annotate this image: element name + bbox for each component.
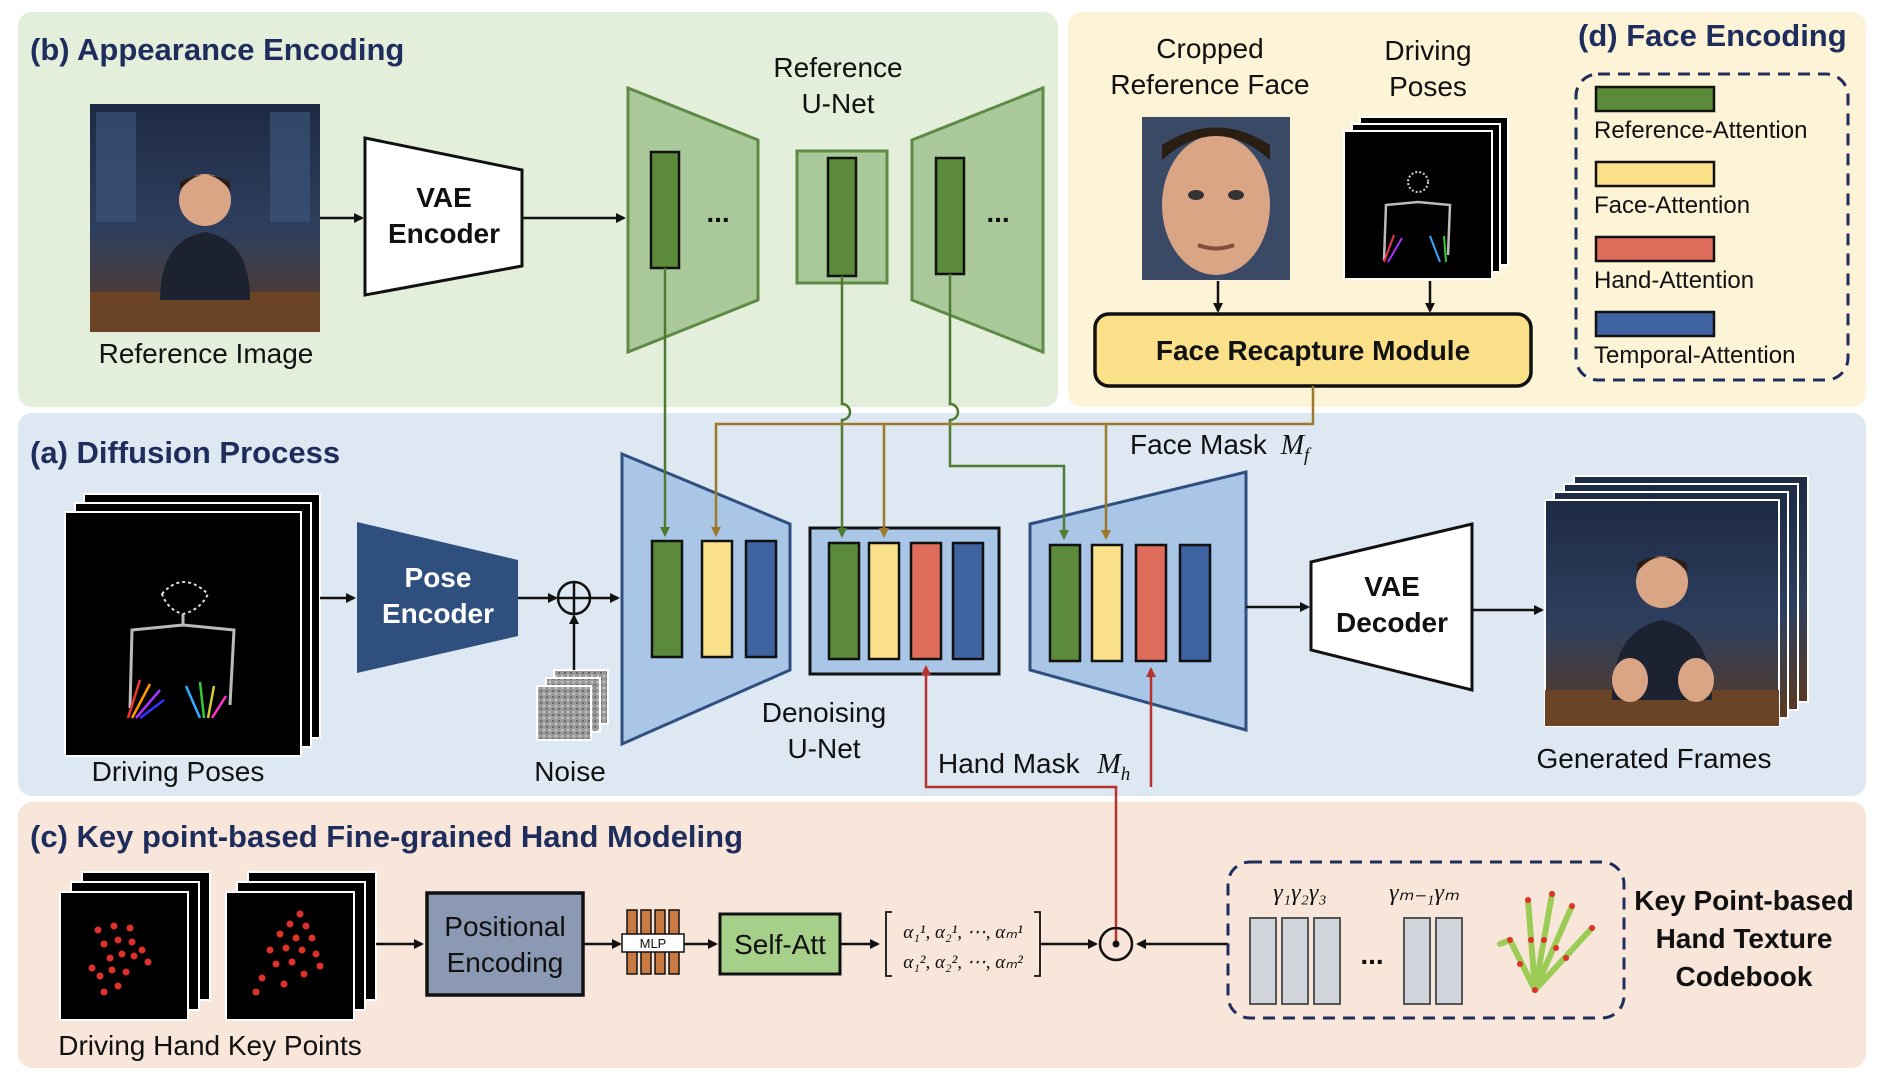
temporal-attention-block <box>744 539 778 659</box>
codebook-ellipsis: ... <box>1360 939 1383 970</box>
gamma-labels-left: γ₁γ₂γ₃ <box>1273 880 1326 906</box>
legend-swatch <box>1594 310 1716 338</box>
legend-items: Reference-AttentionFace-AttentionHand-At… <box>1594 85 1807 369</box>
reference-unet-label-2: U-Net <box>801 88 874 119</box>
generated-frames-label: Generated Frames <box>1537 743 1772 774</box>
reference-unet-label-1: Reference <box>773 52 902 83</box>
ellipsis-2: ... <box>986 197 1009 228</box>
positional-encoding-label-2: Encoding <box>447 947 564 978</box>
appearance-title: (b) Appearance Encoding <box>30 32 404 67</box>
ellipsis-1: ... <box>706 197 729 228</box>
mlp-block <box>621 909 685 975</box>
face-encoding-title: (d) Face Encoding <box>1578 18 1847 53</box>
legend-swatch <box>1594 160 1716 188</box>
driving-poses-stack <box>64 493 321 757</box>
reference-attention-block <box>649 150 681 270</box>
codebook-title-2: Hand Texture <box>1656 923 1833 954</box>
reference-image-label: Reference Image <box>99 338 314 369</box>
reference-attention-block <box>934 156 966 276</box>
reference-unet-decoder <box>910 85 1045 355</box>
driving-hand-key-points-1 <box>59 871 211 1021</box>
face-attention-block <box>1090 543 1124 663</box>
noise-label: Noise <box>534 756 606 787</box>
cropped-face-label-1: Cropped <box>1156 33 1263 64</box>
driving-poses-label-2: Poses <box>1389 71 1467 102</box>
driving-hand-key-points-2 <box>225 871 377 1021</box>
hand-attention-block <box>909 541 943 661</box>
codebook-entry <box>1249 917 1277 1005</box>
alpha-matrix-row-1: α₁¹, α₂¹, ⋯, αₘ¹ <box>903 922 1023 943</box>
pose-encoder <box>357 522 518 673</box>
face-mask-label: Face Mask Mf <box>1130 429 1312 466</box>
add-operator-icon <box>556 580 592 616</box>
codebook-entry <box>1281 917 1309 1005</box>
temporal-attention-block <box>951 541 985 661</box>
self-att-label: Self-Att <box>734 929 826 960</box>
codebook-entry <box>1435 917 1463 1005</box>
gamma-labels-right: γₘ₋₁γₘ <box>1389 880 1459 906</box>
reference-attention-block <box>826 156 858 278</box>
driving-poses-label: Driving Poses <box>92 756 265 787</box>
hand-mask-label: Hand Mask Mh <box>938 748 1130 785</box>
noise-stack <box>536 669 609 741</box>
legend-label: Hand-Attention <box>1594 267 1754 294</box>
codebook-entry <box>1403 917 1431 1005</box>
reference-image <box>90 104 320 332</box>
vae-encoder <box>363 136 524 297</box>
denoising-unet-label-1: Denoising <box>762 697 887 728</box>
vae-encoder-label-2: Encoder <box>388 218 500 249</box>
cropped-reference-face <box>1142 117 1290 280</box>
driving-poses-stack-small <box>1343 116 1509 280</box>
legend-label: Reference-Attention <box>1594 117 1807 144</box>
driving-poses-label-1: Driving <box>1384 35 1471 66</box>
hand-texture-codebook <box>1226 860 1626 1020</box>
vae-encoder-label-1: VAE <box>416 182 472 213</box>
positional-encoding-label-1: Positional <box>444 911 565 942</box>
multiply-operator-icon <box>1098 926 1134 962</box>
temporal-attention-block <box>1178 543 1212 663</box>
vae-decoder <box>1309 522 1474 692</box>
codebook-title-3: Codebook <box>1676 961 1813 992</box>
codebook-title-1: Key Point-based <box>1634 885 1853 916</box>
legend-label: Face-Attention <box>1594 192 1750 219</box>
vae-decoder-label-2: Decoder <box>1336 607 1448 638</box>
diffusion-title: (a) Diffusion Process <box>30 435 340 470</box>
legend-swatch <box>1594 85 1716 113</box>
pose-encoder-label-2: Encoder <box>382 598 494 629</box>
vae-decoder-label-1: VAE <box>1364 571 1420 602</box>
face-attention-block <box>700 539 734 659</box>
alpha-matrix-row-2: α₁², α₂², ⋯, αₘ² <box>903 952 1023 973</box>
legend-label: Temporal-Attention <box>1594 342 1795 369</box>
face-recapture-module-label: Face Recapture Module <box>1156 335 1470 366</box>
positional-encoding <box>425 891 585 997</box>
generated-frames-stack <box>1544 475 1809 727</box>
driving-key-points-label: Driving Hand Key Points <box>58 1030 361 1061</box>
denoising-unet-label-2: U-Net <box>787 733 860 764</box>
reference-attention-block <box>827 541 861 661</box>
reference-attention-block <box>1048 543 1082 663</box>
codebook-entry <box>1313 917 1341 1005</box>
hand-keypoint-icon <box>1497 891 1595 993</box>
cropped-face-label-2: Reference Face <box>1110 69 1309 100</box>
pose-encoder-label-1: Pose <box>405 562 472 593</box>
mlp-label: MLP <box>640 936 667 951</box>
hand-modeling-title: (c) Key point-based Fine-grained Hand Mo… <box>30 819 743 854</box>
legend-swatch <box>1594 235 1716 263</box>
face-attention-block <box>867 541 901 661</box>
hand-attention-block <box>1134 543 1168 663</box>
reference-attention-block <box>650 539 684 659</box>
